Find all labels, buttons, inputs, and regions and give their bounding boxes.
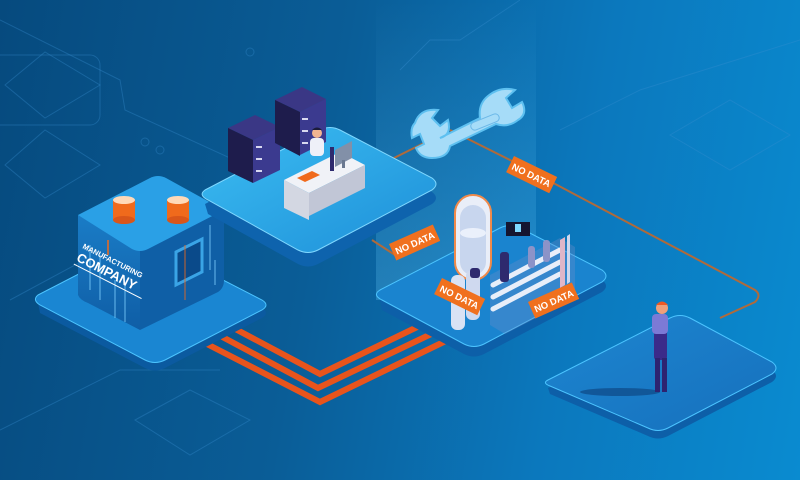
water-system-platform bbox=[376, 194, 607, 357]
manufacturing-building: MANUFACTURING COMPANY bbox=[73, 176, 224, 330]
storage-tank-icon bbox=[113, 196, 135, 224]
water-treatment-system-icon bbox=[451, 194, 575, 334]
orange-pipes-icon bbox=[202, 313, 459, 406]
wrench-icon bbox=[410, 87, 526, 160]
office-worker-icon bbox=[310, 127, 352, 171]
storage-tank-icon bbox=[167, 196, 189, 224]
engineer-platform bbox=[544, 301, 777, 439]
server-cabinet-icon bbox=[228, 115, 280, 183]
server-cabinet-icon bbox=[275, 87, 326, 156]
engineer-on-phone-icon bbox=[580, 301, 668, 396]
office-platform bbox=[201, 87, 437, 267]
